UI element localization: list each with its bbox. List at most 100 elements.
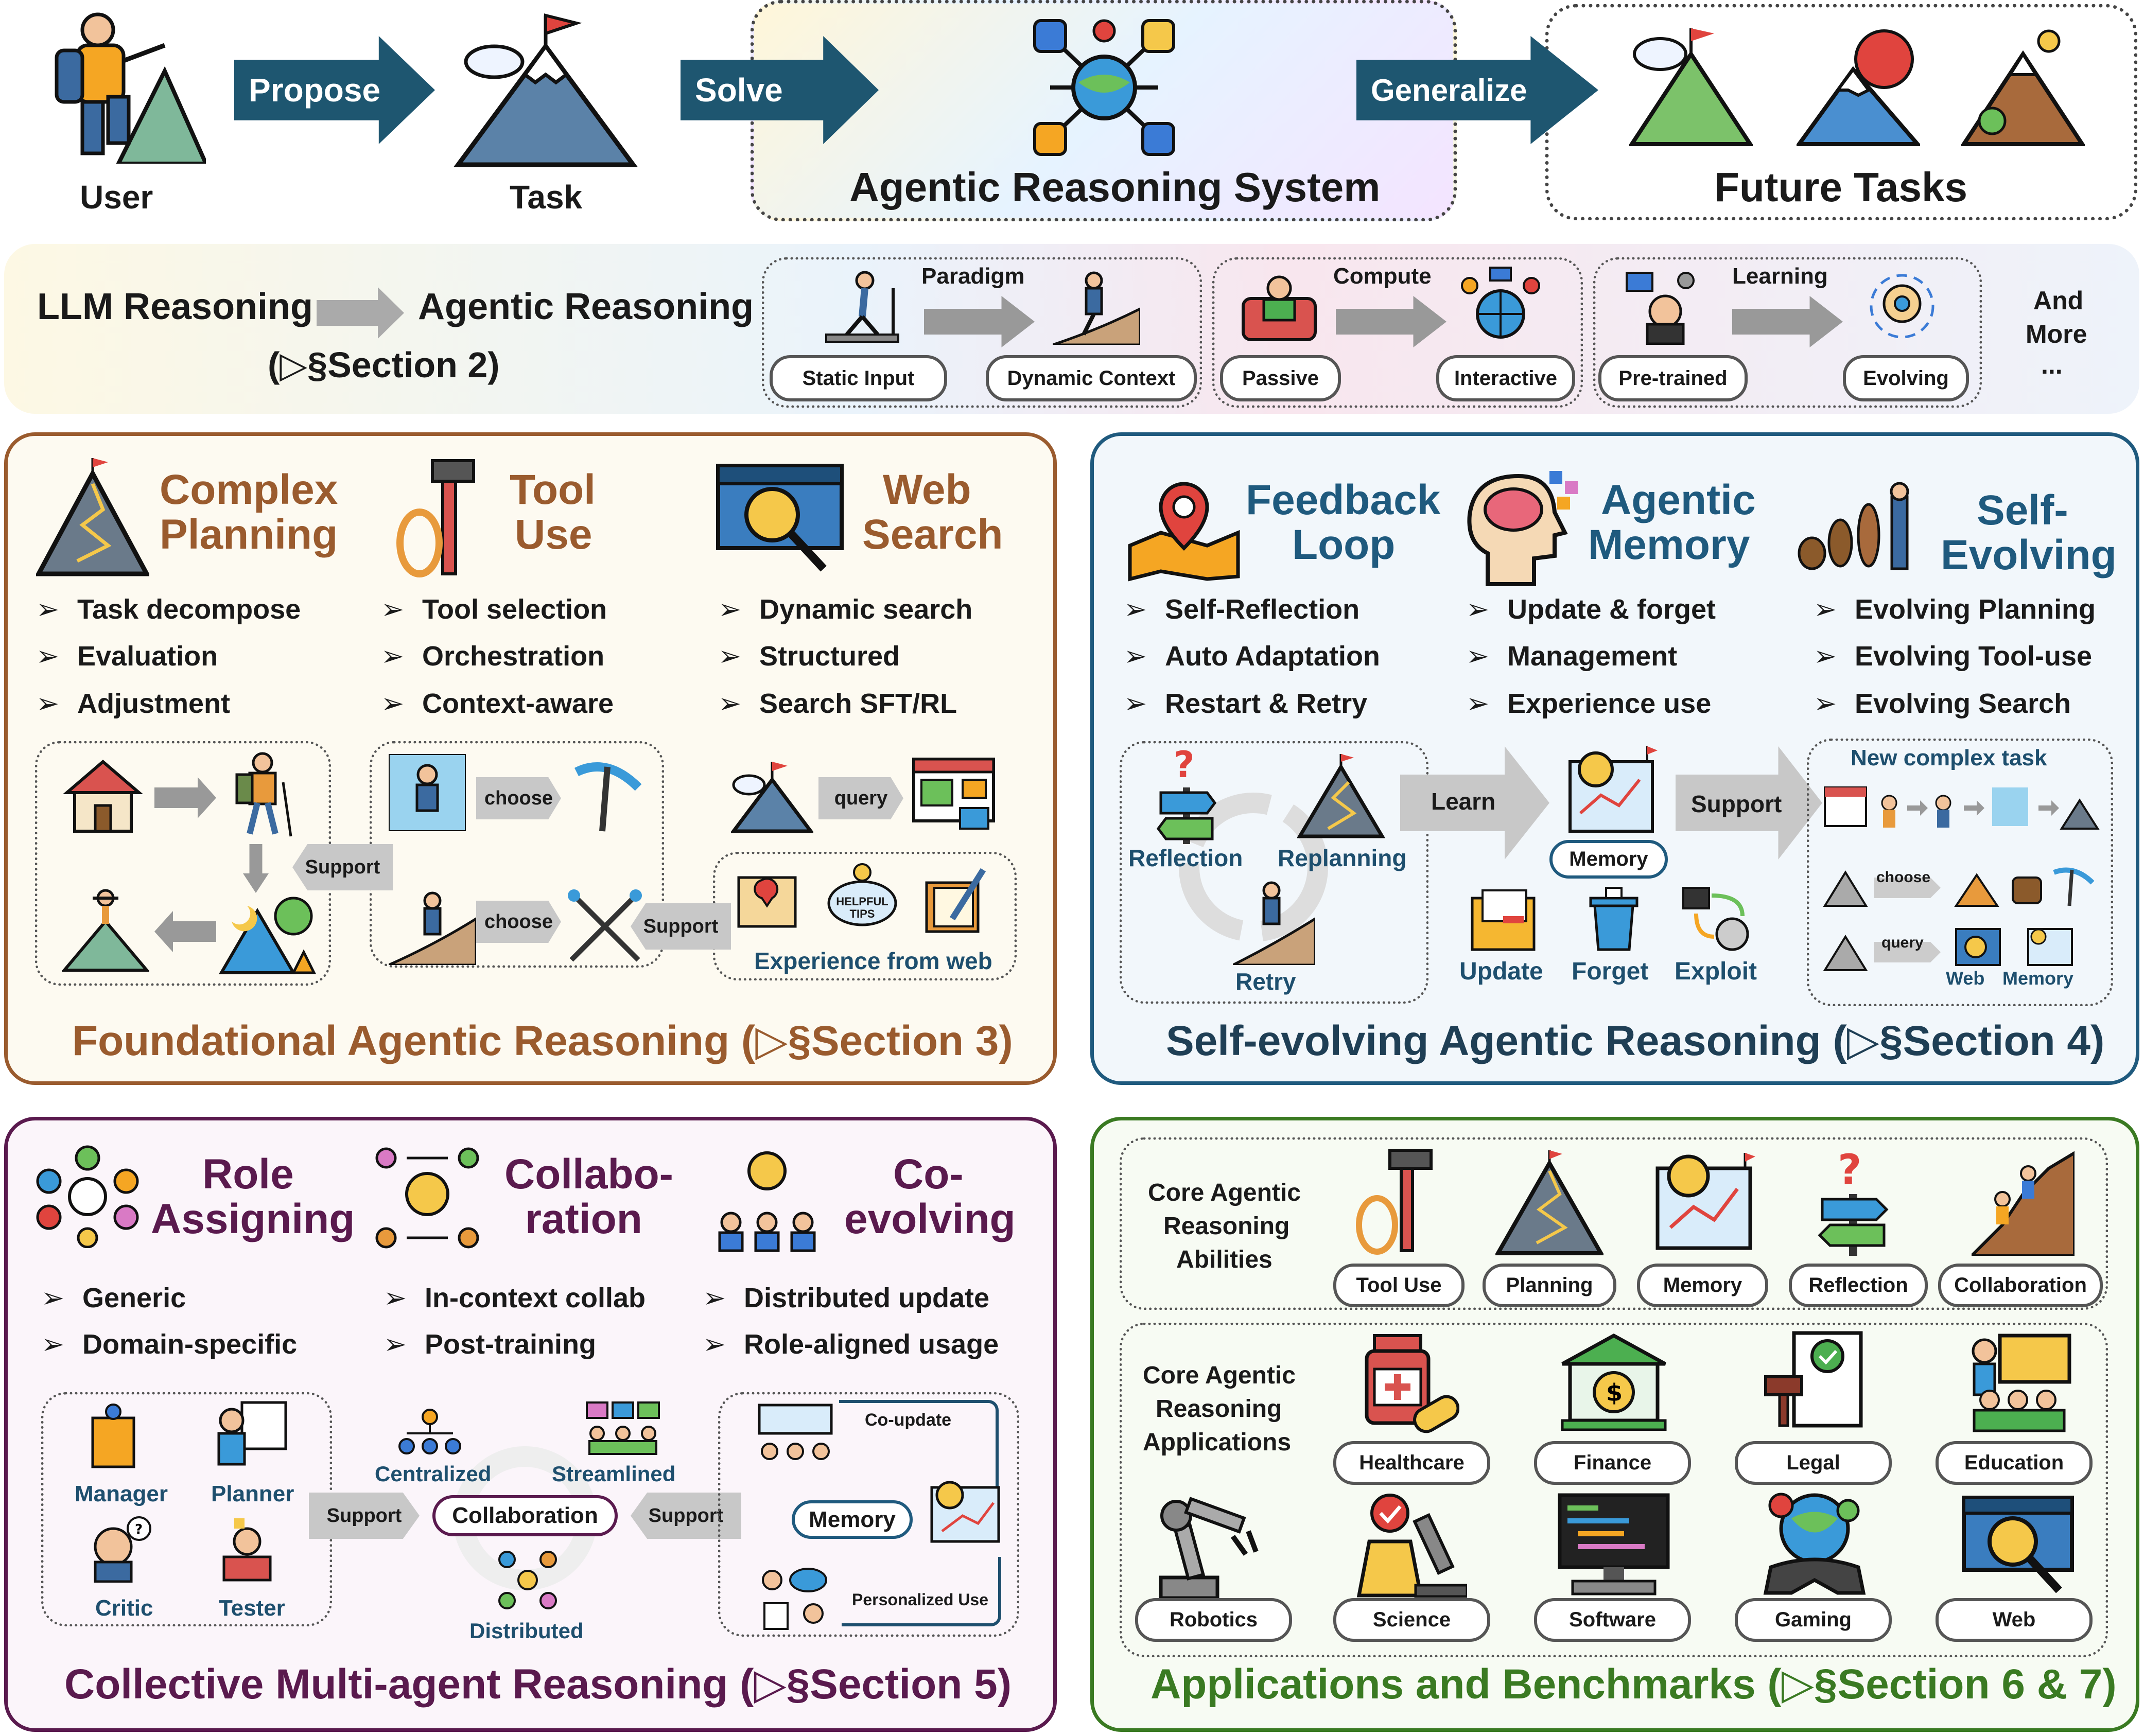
trekking-poles-icon (568, 889, 642, 962)
personalized-users-icon (762, 1568, 827, 1630)
foundational-panel (4, 432, 1057, 1085)
memory-title-a: Agentic (1601, 477, 1756, 523)
websearch-title-a: Web (883, 466, 971, 513)
treadmill-icon (825, 271, 899, 343)
feedback-title-b: Loop (1292, 521, 1396, 568)
planner-icon (217, 1401, 287, 1466)
robotics-arm-icon (1159, 1497, 1259, 1600)
climber-user-icon (55, 12, 206, 164)
gaming-icon (1763, 1493, 1866, 1595)
tool-bullet-2: ➢Orchestration (381, 641, 605, 672)
paradigm-group (762, 257, 1202, 408)
tooluse-title-a: Tool (510, 466, 596, 513)
choose-gear-row-icon (1823, 867, 2095, 907)
helpful-tips-icon (827, 863, 897, 926)
evolving-bullet-1: ➢Evolving Planning (1814, 594, 2096, 625)
applications-footer: Applications and Benchmarks (▷§Section 6… (1151, 1661, 2117, 1708)
folder-icon (1471, 889, 1536, 951)
web-bullet-1: ➢Dynamic search (718, 594, 973, 625)
tool-bullet-3: ➢Context-aware (381, 688, 614, 719)
and-more-label-1: And (2033, 286, 2084, 315)
summit-person-icon (62, 889, 149, 972)
mountain-flag-icon (454, 13, 638, 167)
task-sequence-icon (1824, 786, 2100, 830)
and-more-label-3: ... (2041, 350, 2063, 379)
coevolving-title-a: Co- (893, 1151, 964, 1198)
personalized-arrow (842, 1557, 1001, 1626)
app-software-pill: Software (1534, 1598, 1691, 1642)
coevolving-team-icon (718, 1151, 816, 1252)
science-icon (1356, 1494, 1467, 1598)
llm-reasoning-label: LLM Reasoning (37, 286, 313, 327)
role-title-b: Assigning (151, 1196, 355, 1242)
replanning-label: Replanning (1278, 845, 1407, 871)
cycle-arrows-icon (1179, 793, 1328, 942)
memory-pill-ma: Memory (792, 1500, 913, 1539)
foundational-footer: Foundational Agentic Reasoning (▷§Sectio… (72, 1018, 1013, 1064)
selfevolving-title-b: Evolving (1941, 532, 2117, 578)
critic-label: Critic (95, 1595, 153, 1621)
planning-title-a: Complex (160, 466, 338, 513)
collaboration-climb-icon (1972, 1151, 2075, 1256)
selfevolving-footer: Self-evolving Agentic Reasoning (▷§Secti… (1166, 1018, 2105, 1064)
query-small-label: query (1881, 934, 1924, 951)
ice-axe-icon (574, 762, 642, 832)
planner-label: Planner (211, 1481, 294, 1506)
memory-chart-small-icon (930, 1481, 1000, 1543)
memory-bullet-3: ➢Experience use (1466, 688, 1712, 719)
evolving-pill: Evolving (1843, 355, 1969, 401)
coevolving-title-b: evolving (844, 1196, 1016, 1242)
coupdate-diagram (718, 1392, 1019, 1637)
learning-label: Learning (1732, 264, 1828, 289)
manager-icon (91, 1404, 135, 1468)
choose-small-label: choose (1876, 869, 1931, 886)
query-row-icon (1823, 928, 2073, 971)
svg-text:?: ? (1174, 746, 1195, 786)
apps-title-3: Applications (1143, 1429, 1292, 1456)
dashboard-icon (758, 1404, 833, 1460)
selfevolving-title-a: Self- (1977, 487, 2068, 534)
propose-arrow: Propose (234, 36, 435, 144)
evolving-bullet-2: ➢Evolving Tool-use (1814, 641, 2093, 672)
feedback-loop-diagram (1120, 741, 1428, 1004)
planning-title-b: Planning (160, 511, 338, 558)
network-globe-icon (1033, 19, 1175, 156)
websearch-title-b: Search (862, 511, 1003, 558)
armchair-icon (1242, 275, 1317, 341)
role-title-a: Role (202, 1151, 294, 1198)
web-bullet-3: ➢Search SFT/RL (718, 688, 957, 719)
future-label: Future Tasks (1714, 164, 1967, 210)
dynamic-context-pill: Dynamic Context (986, 355, 1197, 401)
hiker-icon (235, 752, 292, 837)
memory-small-label: Memory (2002, 968, 2074, 989)
role-network-icon (36, 1145, 139, 1248)
coevolve-bullet-2: ➢Role-aligned usage (703, 1329, 999, 1360)
collab-bullet-1: ➢In-context collab (384, 1283, 646, 1313)
reflection-label: Reflection (1128, 845, 1243, 871)
web-www-icon (1962, 1496, 2074, 1593)
tester-icon (222, 1518, 272, 1582)
treasure-map-icon (737, 876, 797, 928)
apps-title-2: Reasoning (1156, 1395, 1282, 1423)
small-mountain-icon (731, 762, 813, 833)
retry-label: Retry (1235, 968, 1296, 995)
compute-label: Compute (1333, 264, 1432, 289)
planning-bullet-1: ➢Task decompose (36, 594, 301, 625)
brown-mountain-icon (1961, 29, 2085, 146)
pretrained-pill: Pre-trained (1598, 355, 1748, 401)
applications-box (1120, 1323, 2108, 1657)
feedback-title-a: Feedback (1246, 477, 1441, 523)
coupdate-label: Co-update (865, 1410, 952, 1430)
ability-memory-pill: Memory (1637, 1264, 1768, 1307)
choose-arrow-1: choose (476, 777, 561, 819)
distributed-label: Distributed (469, 1619, 584, 1643)
memory-pill: Memory (1549, 840, 1668, 879)
ice-axe-rope-icon (396, 459, 475, 577)
memory-chart-icon (1568, 746, 1658, 833)
user-label: User (80, 179, 153, 216)
svg-text:$: $ (1606, 1379, 1623, 1407)
tooluse-title-b: Use (515, 511, 592, 558)
experience-label: Experience from web (754, 948, 992, 974)
personalized-label: Personalized Use (852, 1590, 988, 1609)
map-pin-icon (1128, 482, 1240, 582)
